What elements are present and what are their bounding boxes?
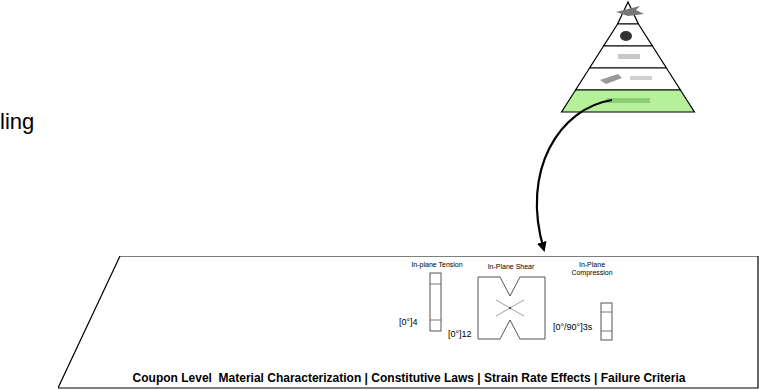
shear-coupon [478,277,545,339]
element-icon [630,76,652,80]
tab-line [430,320,441,321]
shear-arrow [496,300,524,316]
component-icon [620,31,632,41]
layup-label: [0°]12 [448,330,472,340]
level-caption: Coupon Level Material Characterization |… [58,371,760,385]
subcomponent-icon [618,54,640,59]
test-name: In-Plane Compression [569,261,615,276]
pyramid-icons [600,6,652,103]
curved-arrow [537,100,612,250]
aircraft-icon [616,6,644,16]
pyramid-layer [590,46,667,68]
tension-coupon [430,273,441,331]
trapezoid-outline [58,256,758,388]
test-name: In-Plane Shear [488,263,535,271]
pyramid [562,2,695,112]
tab-line [430,284,441,285]
compression-coupon [601,303,612,340]
layup-label: [0°]4 [399,318,418,328]
shear-arrow [496,300,524,316]
pyramid-layer [576,68,681,90]
tab-line [601,312,612,313]
cut-off-heading: ling [0,110,34,134]
pyramid-layer [604,24,653,46]
coupon-icon [606,98,650,103]
layup-label: [0°/90°]3s [553,323,592,333]
shear-center [509,307,511,309]
pyramid-base-band [562,90,695,112]
element-icon [600,74,622,84]
test-name: In-plane Tension [411,261,462,269]
tab-line [601,331,612,332]
